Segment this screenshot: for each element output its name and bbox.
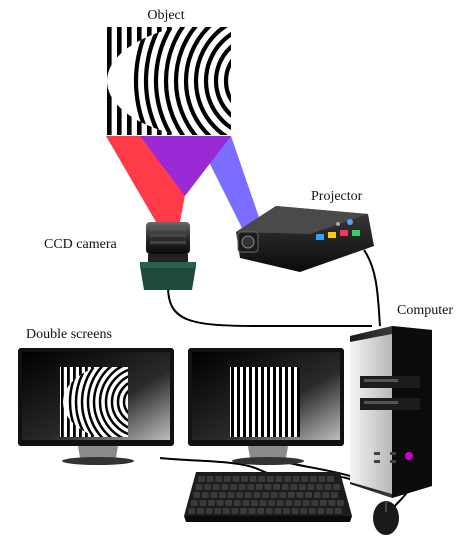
ccd-camera-icon [140,222,196,290]
overlap-beam [140,136,231,196]
computer-tower-icon [350,326,432,498]
label-object: Object [147,8,184,23]
projector-beam [196,136,262,236]
power-led [405,452,413,460]
keyboard-icon [184,472,352,522]
label-computer: Computer [397,303,453,318]
projection-beams [106,136,262,236]
camera-cable [167,285,372,327]
object-fringe-pattern [106,27,231,135]
label-projector: Projector [311,189,363,204]
monitor-icon-left [18,348,174,465]
projector-cable [363,249,381,327]
label-double-screens: Double screens [26,327,112,342]
monitor-icon-right [188,348,344,465]
label-ccd-camera: CCD camera [44,237,117,252]
mouse-icon [373,501,399,535]
projector-icon [236,206,374,272]
